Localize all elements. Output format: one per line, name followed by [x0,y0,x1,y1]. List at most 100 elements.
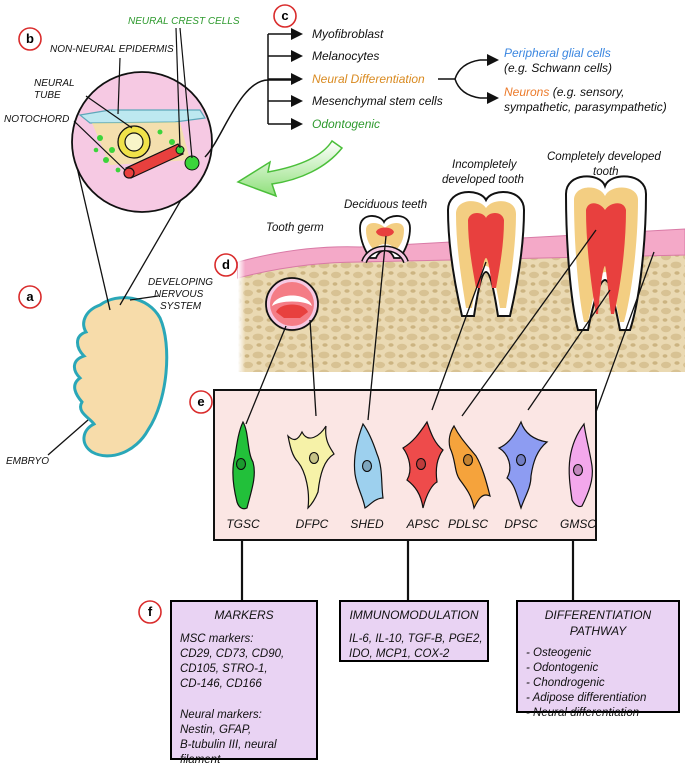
markers-line [180,693,308,708]
incomplete-label-2: developed tooth [442,174,524,186]
developing-label-2: NERVOUS [154,289,204,300]
diff-line: - Neural differentiation [526,707,640,720]
complete-label-1: Completely developed [547,151,661,163]
label-c: c [281,8,288,23]
complete-label-2: tooth [593,166,619,178]
diff-title-line2: PATHWAY [569,623,627,638]
cell-label-dfpc: DFPC [296,517,329,531]
notochord-label: NOTOCHORD [4,114,69,125]
diff-title: DIFFERENTIATION PATHWAY [526,608,670,640]
incomplete-label-1: Incompletely [452,159,518,171]
markers-line: B-tubulin III, neural [180,739,277,752]
incomplete-tooth [446,190,526,317]
embryo-label: EMBRYO [6,456,49,467]
stem-cell-pdlsc [448,424,491,510]
label-a: a [26,289,34,304]
cell-label-apsc: APSC [406,517,440,531]
immunomodulation-box: IMMUNOMODULATION IL-6, IL-10, TGF-B, PGE… [339,600,489,662]
tooth-germ [265,277,319,331]
tooth-germ-label: Tooth germ [266,222,324,234]
neurons-title-text: Neurons [504,85,549,99]
cross-section-pointers [73,27,193,171]
zoom-line-left [72,149,111,311]
stem-cell-shed [353,422,384,509]
stem-cell-gmsc [568,422,593,508]
immuno-line: IDO, MCP1, COX-2 [349,648,450,660]
neural-tube-label-2: TUBE [34,90,61,101]
diff-title-line1: DIFFERENTIATION [544,608,652,622]
panel-labels [18,4,297,624]
cell-nucleus [415,457,427,471]
cell-nucleus [462,453,474,467]
markers-line: CD29, CD73, CD90, [180,648,285,660]
cell-label-shed: SHED [350,517,384,531]
cross-section-magnifier [71,71,213,213]
glial-title: Peripheral glial cells [504,46,611,60]
cell-label-tgsc: TGSC [226,517,260,531]
diff-list: - Osteogenic - Odontogenic - Chondrogenic -… [526,646,670,722]
cell-body [448,424,491,510]
fate-mesenchymal: Mesenchymal stem cells [312,94,443,108]
complete-tooth [564,175,648,331]
cell-label-pdlsc: PDLSC [448,517,488,531]
deciduous-tooth [359,215,411,264]
fate-melanocytes: Melanocytes [312,49,379,63]
markers-box: MARKERS MSC markers: CD29, CD73, CD90, CD1… [170,600,318,766]
diff-line: - Osteogenic [526,646,592,659]
neural-crest-label: NEURAL CREST CELLS [128,16,240,27]
neurons-example-2: sympathetic, parasympathetic) [504,100,667,114]
markers-line: Nestin, GFAP, [180,723,252,736]
neural-tube-label-1: NEURAL [34,78,75,89]
differentiation-box: DIFFERENTIATION PATHWAY - Osteogenic - Od… [516,600,680,719]
label-e: e [197,394,204,409]
label-b: b [26,31,34,46]
deciduous-label: Deciduous teeth [344,199,427,211]
diff-line: - Odontogenic [526,661,599,674]
fate-neural-differentiation: Neural Differentiation [312,72,425,86]
markers-line: Neural markers: [180,708,262,721]
label-d: d [222,257,230,272]
cell-label-gmsc: GMSC [560,517,596,531]
developing-label-3: SYSTEM [160,301,202,312]
immuno-list: IL-6, IL-10, TGF-B, PGE2, IDO, MCP1, COX-… [349,632,483,662]
tooth-to-cell-lines [245,229,655,425]
markers-line: MSC markers: [180,632,254,645]
diff-line: - Chondrogenic [526,677,605,689]
cell-nucleus [515,453,527,467]
cell-nucleus [235,457,247,471]
cell-body [287,425,335,510]
developing-label-1: DEVELOPING [148,277,213,288]
stem-cell-dfpc [287,425,335,510]
odontogenic-arrow [236,139,344,198]
markers-line: CD-146, CD166 [180,678,262,691]
fate-myofibroblast: Myofibroblast [312,27,384,41]
stem-cell-dpsc [497,420,549,510]
fate-odontogenic: Odontogenic [312,117,380,131]
fates-tree [267,28,499,130]
immuno-line: IL-6, IL-10, TGF-B, PGE2, [349,632,483,645]
cell-nucleus [572,463,584,477]
markers-line: CD105, STRO-1, [180,663,268,676]
stem-cell-apsc [402,420,444,509]
cell-label-dpsc: DPSC [504,517,538,531]
stem-cell-panel [213,389,597,541]
label-f: f [148,604,153,619]
glial-example: (e.g. Schwann cells) [504,61,612,75]
embryo [73,296,169,458]
markers-title: MARKERS [214,608,274,622]
cell-nucleus [361,459,373,473]
non-neural-epidermis-label: NON-NEURAL EPIDERMIS [50,44,174,55]
markers-list: MSC markers: CD29, CD73, CD90, CD105, STRO… [180,632,308,769]
stem-cell-tgsc [232,420,255,510]
embryo-pointer [47,419,89,456]
panel-letters: b c a d e f [26,8,289,619]
neurons-example-1: (e.g. sensory, [549,85,624,99]
neurons-title: Neurons (e.g. sensory, [504,85,625,99]
to-fates-curve [204,79,300,158]
panel-connectors [240,540,575,600]
stem-cells: TGSC DFPC SHED APSC PDLSC DPSC GMSC [226,420,596,531]
diff-line: - Adipose differentiation [526,692,647,705]
immuno-title: IMMUNOMODULATION [349,608,479,622]
markers-line: filament [180,754,221,767]
